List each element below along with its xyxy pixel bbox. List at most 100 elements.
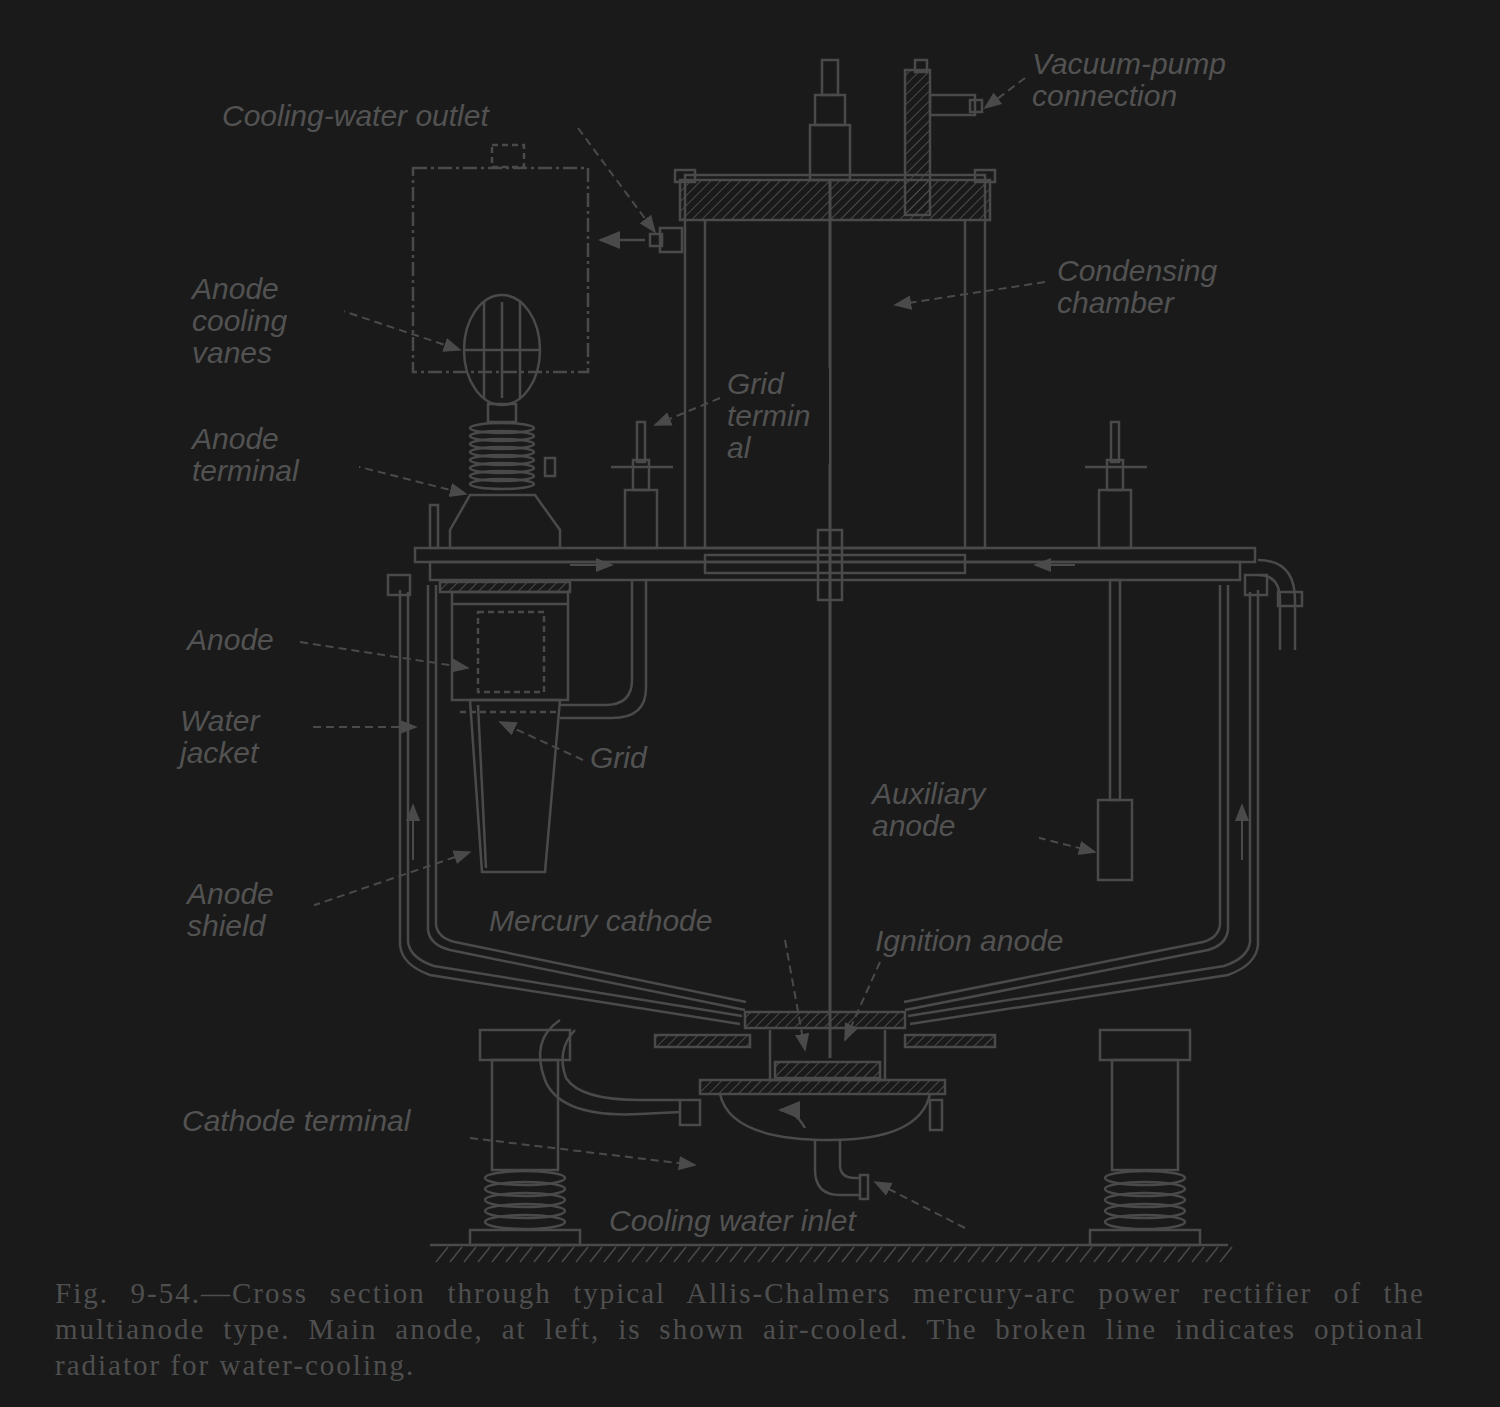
flow-arrow [1035, 564, 1075, 566]
ground-hatch [1080, 1247, 1092, 1262]
anode-ring [452, 603, 568, 606]
ground-hatch [912, 1247, 924, 1262]
part-label: Mercury cathode [487, 905, 714, 937]
part-label: Cooling-water outlet [220, 100, 491, 132]
ground-hatch [926, 1247, 938, 1262]
anode-spring [470, 479, 534, 489]
flow-arrow [600, 239, 645, 242]
terminal-lug [1085, 466, 1147, 469]
leader-line [300, 642, 468, 668]
outer-shell [400, 590, 740, 1024]
ground-hatch [744, 1247, 756, 1262]
leg-base [1090, 1230, 1200, 1245]
ground-hatch [562, 1247, 574, 1262]
ground-hatch [660, 1247, 672, 1262]
ground-hatch [1220, 1247, 1232, 1262]
vacuum-pipe [905, 70, 930, 215]
drain-plug [930, 1100, 942, 1130]
ground-hatch [646, 1247, 658, 1262]
ground-hatch [576, 1247, 588, 1262]
terminal-stud [637, 422, 645, 462]
ground-hatch [534, 1247, 546, 1262]
ground-hatch [702, 1247, 714, 1262]
mercury-pool [775, 1062, 880, 1078]
anode-terminal-base [450, 495, 560, 548]
ground-hatch [814, 1247, 826, 1262]
mercury-pool-cup [770, 1030, 885, 1080]
anode-flange [440, 582, 570, 592]
terminal-insulator [633, 460, 649, 490]
ground-hatch [842, 1247, 854, 1262]
leader-line [845, 962, 880, 1040]
ground-hatch [1066, 1247, 1078, 1262]
ground-hatch [590, 1247, 602, 1262]
ground-hatch [492, 1247, 504, 1262]
ground-hatch [1052, 1247, 1064, 1262]
cooling-bowl [720, 1094, 930, 1140]
ignition-rod [829, 180, 832, 1058]
part-label: Water jacket [178, 705, 312, 769]
ground-hatch [1010, 1247, 1022, 1262]
leader-line [470, 1138, 695, 1165]
chamber-flange [675, 170, 695, 182]
ground-hatch [758, 1247, 770, 1262]
ground-hatch [548, 1247, 560, 1262]
ground-hatch [898, 1247, 910, 1262]
ground-hatch [688, 1247, 700, 1262]
ground-hatch [1150, 1247, 1162, 1262]
ground-hatch [716, 1247, 728, 1262]
part-label: Cooling water inlet [607, 1205, 858, 1237]
leader-line [985, 78, 1025, 108]
ground-hatch [1136, 1247, 1148, 1262]
rod-insulator [815, 95, 845, 125]
auxiliary-anode [1098, 800, 1132, 880]
optional-radiator [413, 168, 588, 372]
chamber-cover [680, 180, 990, 220]
leg-base [470, 1230, 580, 1245]
pipe-coupling [1278, 592, 1302, 606]
inlet-elbow [840, 1140, 860, 1178]
vacuum-nipple [970, 100, 982, 112]
part-label: Condensing chamber [1055, 255, 1264, 319]
condensing-chamber [685, 175, 985, 548]
rod-coupling [818, 530, 842, 600]
ground-hatch [968, 1247, 980, 1262]
anode-stem [488, 404, 516, 422]
anode-body [452, 592, 568, 700]
figure-caption: Fig. 9-54.—Cross section through typical… [55, 1275, 1425, 1383]
ground-hatch [1178, 1247, 1190, 1262]
ground-hatch [786, 1247, 798, 1262]
support-leg [1112, 1060, 1178, 1170]
part-label: Anode [185, 624, 276, 656]
grid [460, 711, 560, 714]
rod-insulator [810, 125, 850, 180]
ground-hatch [464, 1247, 476, 1262]
ground-hatch [450, 1247, 462, 1262]
ground-hatch [1192, 1247, 1204, 1262]
flow-arrow [570, 564, 612, 566]
ground-hatch [1164, 1247, 1176, 1262]
part-label: Anode shield [185, 878, 314, 942]
ground-hatch [618, 1247, 630, 1262]
terminal-insulator [625, 490, 657, 548]
terminal-lug [611, 466, 673, 469]
leader-line [785, 940, 805, 1050]
ground-hatch [478, 1247, 490, 1262]
ground-hatch [1206, 1247, 1218, 1262]
vacuum-cap [915, 60, 927, 72]
inlet-flange [860, 1175, 868, 1199]
part-label: Auxiliary anode [870, 778, 1039, 842]
ground-hatch [1122, 1247, 1134, 1262]
ground-hatch [954, 1247, 966, 1262]
leader-line [300, 852, 470, 910]
part-label: Grid [588, 742, 649, 774]
leg-bellows [485, 1215, 565, 1229]
cathode-flange [655, 1035, 750, 1047]
leader-line [578, 128, 655, 232]
chamber-wall [704, 220, 707, 548]
ground-hatch [436, 1247, 448, 1262]
ground-hatch [800, 1247, 812, 1262]
ground-hatch [604, 1247, 616, 1262]
